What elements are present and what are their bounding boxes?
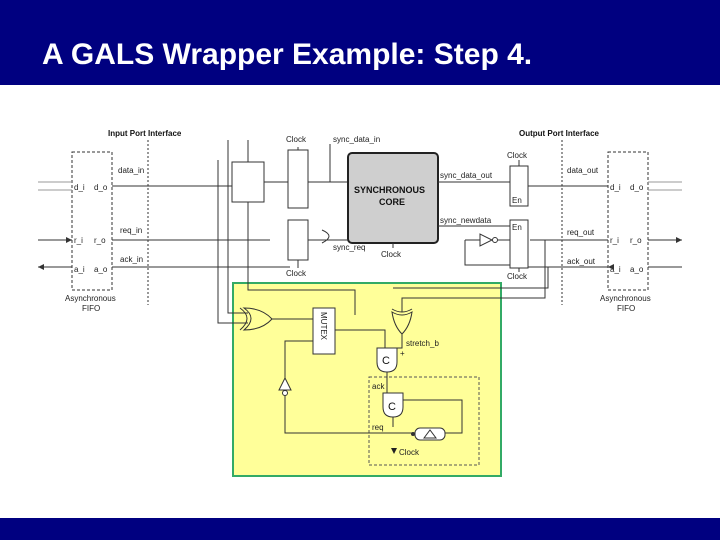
ack-label: ack [372,382,385,391]
right-fifo-a-i: a_i [610,265,621,274]
data-in-label: data_in [118,166,144,175]
data-out-label: data_out [567,166,599,175]
clock-top-label: Clock [286,135,307,144]
c-gate-2-label: C [388,401,396,413]
en-label-2: En [512,223,522,232]
left-fifo-d-o: d_o [94,183,108,192]
left-fifo-label-1: Asynchronous [65,294,116,303]
stretch-b-label: stretch_b [406,339,439,348]
control-dashed-box [368,376,480,466]
clock-ctrl-label: Clock [399,448,420,457]
title-bar [0,0,720,85]
left-fifo-r-i: r_i [74,236,83,245]
left-fifo-label-2: FIFO [82,304,100,313]
input-port-header: Input Port Interface [108,129,182,138]
footer-bar [0,518,720,540]
c-gate-1-label: C [382,355,390,367]
right-fifo-a-o: a_o [630,265,644,274]
output-buffer [479,233,494,247]
plus-label: + [400,349,405,358]
right-fifo-label-1: Asynchronous [600,294,651,303]
mutex [312,307,336,355]
ack-out-label: ack_out [567,257,596,266]
core-label-1: SYNCHRONOUS [354,185,425,195]
sync-req-label: sync_req [333,243,365,252]
right-async-fifo: d_i d_o r_i r_o a_i a_o Asynchronous FIF… [600,151,651,313]
req-out-label: req_out [567,228,595,237]
input-xor-gate [242,307,273,331]
right-fifo-d-o: d_o [630,183,644,192]
req-in-label: req_in [120,226,142,235]
sync-data-in-label: sync_data_in [333,135,380,144]
clock-out-top-label: Clock [507,151,528,160]
en-label-1: En [512,196,522,205]
ack-in-label: ack_in [120,255,143,264]
input-data-register [231,161,265,203]
slide-title: A GALS Wrapper Example: Step 4. [42,38,533,71]
right-fifo-r-o: r_o [630,236,642,245]
left-fifo-a-i: a_i [74,265,85,274]
sync-data-out-label: sync_data_out [440,171,493,180]
highlight-region [232,282,502,477]
left-async-fifo: d_i d_o r_i r_o a_i a_o Asynchronous FIF… [65,151,116,313]
clock-core-label: Clock [381,250,402,259]
left-fifo-d-i: d_i [74,183,85,192]
input-latch-bottom [287,219,309,261]
output-port-header: Output Port Interface [519,129,600,138]
right-fifo-label-2: FIFO [617,304,635,313]
input-latch-top [287,149,309,209]
sync-newdata-label: sync_newdata [440,216,492,225]
clock-out-bottom-label: Clock [507,272,528,281]
core-label-2: CORE [379,197,405,207]
right-fifo-r-i: r_i [610,236,619,245]
right-fifo-d-i: d_i [610,183,621,192]
clock-bottom-left-label: Clock [286,269,307,278]
left-fifo-r-o: r_o [94,236,106,245]
req-label: req [372,423,384,432]
mutex-label: MUTEX [319,312,328,341]
left-fifo-a-o: a_o [94,265,108,274]
stretch-xor-gate [391,311,413,335]
